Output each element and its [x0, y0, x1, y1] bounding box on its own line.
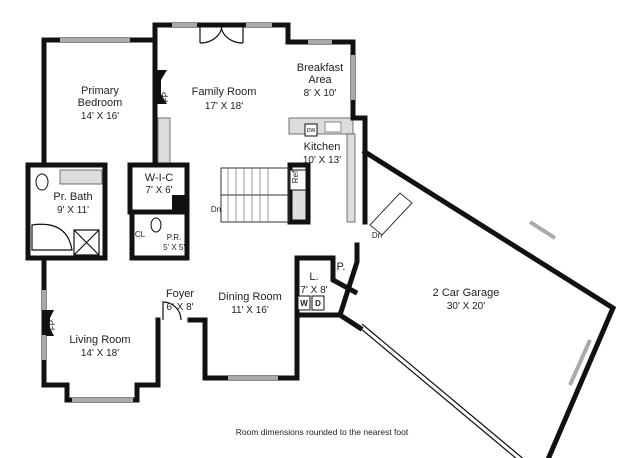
family-room-dims: 17' X 18': [205, 101, 243, 112]
refrigerator-label: Ref: [291, 170, 300, 183]
kitchen-label: Kitchen: [304, 141, 341, 153]
primary-bedroom-label-2: Bedroom: [78, 97, 123, 109]
garage-label: 2 Car Garage: [433, 287, 500, 299]
laundry-dims: 7' X 8': [300, 285, 327, 296]
breakfast-area-dims: 8' X 10': [304, 88, 337, 99]
front-door: [162, 301, 182, 321]
garage-stairs-label: Dn: [372, 231, 382, 240]
wic-dims: 7' X 6': [145, 185, 172, 196]
dishwasher-icon: [304, 123, 318, 137]
toilet-icon: [150, 217, 162, 233]
sink-icon: [324, 121, 342, 133]
window: [568, 339, 592, 386]
footer-note: Room dimensions rounded to the nearest f…: [236, 427, 409, 437]
stairs: [220, 167, 290, 223]
pantry-wall: [330, 255, 359, 296]
dining-room-label: Dining Room: [218, 291, 282, 303]
toilet-icon: [35, 173, 49, 191]
fireplace-label: FP: [48, 320, 57, 330]
bath-vanity: [59, 169, 103, 185]
garage-dims: 30' X 20': [447, 301, 485, 312]
powder-room-dims: 5' X 5': [163, 243, 185, 252]
pr-bath-dims: 9' X 11': [57, 205, 89, 216]
living-room-dims: 14' X 18': [81, 348, 119, 359]
garage-front-wall: [336, 311, 364, 332]
breakfast-area-label: Breakfast: [297, 62, 343, 74]
dryer-label: D: [315, 299, 321, 308]
shower-icon: [73, 229, 100, 256]
stairs-down-label: Dn: [211, 205, 221, 214]
primary-bedroom-label: Primary: [81, 85, 119, 97]
pr-bath-label: Pr. Bath: [53, 191, 92, 203]
dining-room-dims: 11' X 16': [231, 305, 269, 316]
wic-shelf: [172, 195, 186, 211]
kitchen-dims: 10' X 13': [303, 155, 341, 166]
kitchen-counter-side: [346, 133, 356, 223]
garage-stairs: [369, 192, 413, 236]
bathtub-icon: [31, 223, 73, 251]
fireplace-family: [157, 70, 167, 104]
window: [528, 220, 557, 240]
bath-wall: [25, 162, 108, 261]
garage-wall: [361, 148, 617, 458]
living-room-label: Living Room: [69, 334, 130, 346]
garage-door-line: [361, 323, 524, 458]
breakfast-area-label-2: Area: [308, 74, 332, 86]
laundry-label: L.: [309, 271, 318, 283]
dishwasher-label: DW: [307, 128, 316, 134]
kitchen-counter: [288, 117, 354, 135]
primary-bedroom-dims: 14' X 16': [81, 111, 119, 122]
refrigerator-icon: [289, 169, 307, 191]
fireplace-label: FP: [161, 92, 170, 102]
foyer-dims: 6' X 8': [166, 302, 193, 313]
powder-room-label: P.R.: [167, 233, 182, 242]
pr-wall: [129, 209, 190, 261]
french-door: [199, 24, 244, 44]
washer-icon: [297, 295, 311, 311]
closet-label: CL: [135, 230, 146, 239]
wic-label: W-I-C: [145, 172, 174, 184]
wall-cabinet: [157, 117, 171, 167]
fireplace-living: [46, 310, 54, 336]
washer-label: W: [300, 299, 308, 308]
pantry-label: P.: [337, 261, 346, 273]
family-room-label: Family Room: [192, 86, 257, 98]
living-wall: [41, 255, 161, 403]
foyer-label: Foyer: [166, 288, 194, 300]
garage-door: [359, 327, 517, 458]
dryer-icon: [311, 295, 325, 311]
